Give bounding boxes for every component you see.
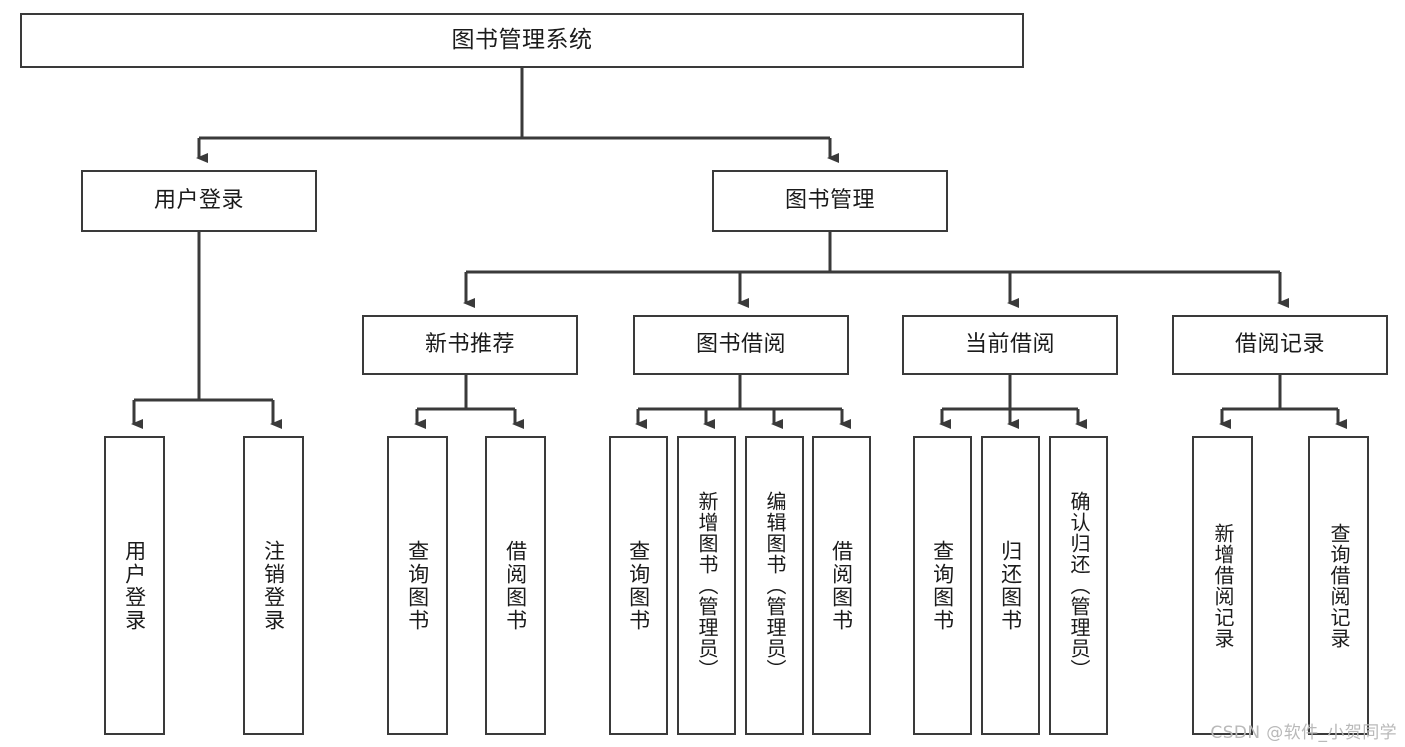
node-label: 借阅图书: [503, 539, 528, 632]
leaf-new-book-query[interactable]: 查询图书: [387, 436, 448, 735]
node-label: 图书借阅: [695, 332, 786, 358]
leaf-current-borrow-return[interactable]: 归还图书: [981, 436, 1040, 735]
node-label: 查询借阅记录: [1327, 522, 1351, 649]
node-label: 新书推荐: [424, 332, 515, 358]
node-new-book-recommend[interactable]: 新书推荐: [362, 315, 578, 375]
leaf-book-borrow-add[interactable]: 新增图书（管理员）: [677, 436, 736, 735]
node-label: 图书管理: [784, 188, 875, 214]
node-label: 查询图书: [626, 539, 651, 632]
leaf-user-login-logout[interactable]: 注销登录: [243, 436, 304, 735]
node-label: 注销登录: [261, 539, 286, 632]
leaf-book-borrow-borrow[interactable]: 借阅图书: [812, 436, 871, 735]
leaf-borrow-record-query[interactable]: 查询借阅记录: [1308, 436, 1369, 735]
node-current-borrow[interactable]: 当前借阅: [902, 315, 1118, 375]
node-label: 编辑图书（管理员）: [763, 491, 787, 680]
node-label: 归还图书: [998, 539, 1023, 632]
node-borrow-records[interactable]: 借阅记录: [1172, 315, 1388, 375]
node-book-borrow[interactable]: 图书借阅: [633, 315, 849, 375]
node-label: 用户登录: [122, 539, 147, 632]
leaf-new-book-borrow[interactable]: 借阅图书: [485, 436, 546, 735]
node-label: 查询图书: [405, 539, 430, 632]
leaf-current-borrow-query[interactable]: 查询图书: [913, 436, 972, 735]
node-book-management[interactable]: 图书管理: [712, 170, 948, 232]
node-root-system[interactable]: 图书管理系统: [20, 13, 1024, 68]
node-label: 当前借阅: [964, 332, 1055, 358]
node-label: 查询图书: [930, 539, 955, 632]
leaf-current-borrow-confirm-return[interactable]: 确认归还（管理员）: [1049, 436, 1108, 735]
node-label: 确认归还（管理员）: [1067, 491, 1091, 680]
watermark-text: CSDN @软件_小贺同学: [1210, 723, 1397, 743]
leaf-borrow-record-add[interactable]: 新增借阅记录: [1192, 436, 1253, 735]
leaf-book-borrow-edit[interactable]: 编辑图书（管理员）: [745, 436, 804, 735]
node-label: 借阅记录: [1234, 332, 1325, 358]
node-label: 图书管理系统: [451, 26, 593, 53]
node-label: 新增借阅记录: [1211, 522, 1235, 649]
node-label: 借阅图书: [829, 539, 854, 632]
leaf-book-borrow-query[interactable]: 查询图书: [609, 436, 668, 735]
leaf-user-login-login[interactable]: 用户登录: [104, 436, 165, 735]
node-label: 用户登录: [153, 188, 244, 214]
node-user-login[interactable]: 用户登录: [81, 170, 317, 232]
node-label: 新增图书（管理员）: [695, 491, 719, 680]
